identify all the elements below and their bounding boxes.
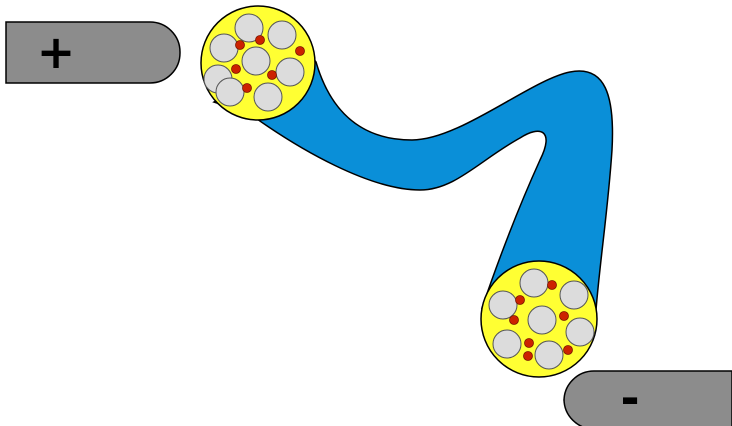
cable-end-top <box>200 5 316 121</box>
dot <box>523 351 533 361</box>
positive-electrode: + <box>5 21 181 84</box>
dot <box>242 83 252 93</box>
strand <box>215 77 245 107</box>
dot <box>509 315 519 325</box>
dot <box>559 311 569 321</box>
cable-body <box>212 54 614 311</box>
dot <box>255 35 265 45</box>
dot <box>515 295 525 305</box>
strand <box>209 33 239 63</box>
strand <box>559 280 589 310</box>
dot <box>524 338 534 348</box>
strand <box>241 46 271 76</box>
positive-sign: + <box>37 25 76 79</box>
strand <box>267 20 297 50</box>
dot <box>231 64 241 74</box>
dot <box>547 280 557 290</box>
dot <box>267 70 277 80</box>
strand <box>565 317 595 347</box>
strand <box>492 329 522 359</box>
dot <box>563 345 573 355</box>
negative-sign: - <box>620 371 639 425</box>
negative-electrode-body <box>563 370 732 426</box>
strand <box>534 340 564 370</box>
positive-electrode-body <box>5 21 181 84</box>
cable-end-bottom <box>480 260 598 378</box>
strand <box>519 268 549 298</box>
negative-electrode: - <box>563 370 732 426</box>
dot <box>235 40 245 50</box>
strand <box>275 57 305 87</box>
strand <box>488 290 518 320</box>
dot <box>295 46 305 56</box>
strand <box>253 82 283 112</box>
strand <box>234 13 264 43</box>
strand <box>527 305 557 335</box>
